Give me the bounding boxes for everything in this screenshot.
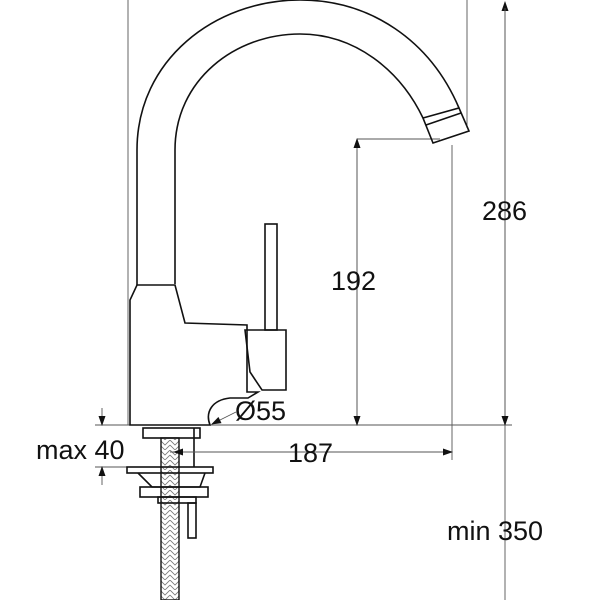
dim-base-diameter: Ø55 <box>235 396 286 426</box>
lever <box>264 223 278 331</box>
mounting-hardware <box>126 427 214 600</box>
dim-spout-height: 192 <box>331 266 376 296</box>
extension-lines <box>95 0 512 468</box>
dim-total-height: 286 <box>482 196 527 226</box>
dim-min-hose: min 350 <box>447 516 543 546</box>
spout <box>136 0 471 285</box>
dim-max-deck: max 40 <box>36 435 125 465</box>
faucet-body <box>129 223 287 426</box>
dimension-lines <box>98 1 509 600</box>
dim-spout-reach: 187 <box>288 438 333 468</box>
